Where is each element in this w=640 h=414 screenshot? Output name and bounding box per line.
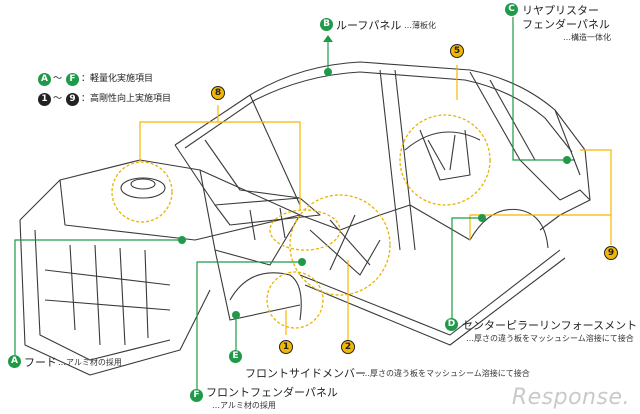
- label-c-title-2: フェンダーパネル: [522, 18, 610, 31]
- label-f-badge: F: [190, 389, 203, 402]
- label-e-title: フロントサイドメンバー: [245, 367, 366, 380]
- legend-rigidity-text: ：高剛性向上実施項目: [81, 94, 172, 104]
- label-f-note: …アルミ材の採用: [212, 401, 276, 410]
- label-b-title: ルーフパネル: [336, 19, 402, 32]
- label-d-title: センターピラーリンフォースメント: [462, 319, 638, 332]
- label-b-badge: B: [320, 18, 333, 31]
- label-e-badge: E: [229, 350, 242, 363]
- label-a-note: …アルミ材の採用: [58, 358, 122, 367]
- number-2-badge: 2: [341, 340, 355, 354]
- legend-badge-9: 9: [66, 93, 79, 106]
- legend-badge-a: A: [38, 73, 51, 86]
- legend-tilde-2: 〜: [53, 94, 63, 104]
- legend-tilde-1: 〜: [53, 74, 63, 84]
- label-c-badge: C: [505, 3, 518, 16]
- label-d-note: …厚さの違う板をマッシュシーム溶接にて接合: [466, 334, 634, 343]
- number-5-badge: 5: [450, 44, 464, 58]
- legend-lightweight-text: ：軽量化実施項目: [81, 74, 154, 84]
- legend-badge-1: 1: [38, 93, 51, 106]
- label-f-title: フロントフェンダーパネル: [206, 386, 338, 399]
- label-a-title: フード: [24, 356, 57, 369]
- response-watermark: Response.: [511, 385, 630, 410]
- label-b-note: …薄板化: [404, 21, 436, 30]
- legend-badge-f: F: [66, 73, 79, 86]
- number-1-badge: 1: [279, 340, 293, 354]
- label-d-badge: D: [445, 318, 458, 331]
- number-9-badge: 9: [604, 246, 618, 260]
- label-c-title-1: リヤプリスター: [522, 4, 599, 17]
- number-8-badge: 8: [211, 86, 225, 100]
- label-e-note: …厚さの違う板をマッシュシーム溶接にて接合: [362, 369, 530, 378]
- label-a-badge: A: [8, 355, 21, 368]
- label-c-note: …構造一体化: [563, 33, 611, 42]
